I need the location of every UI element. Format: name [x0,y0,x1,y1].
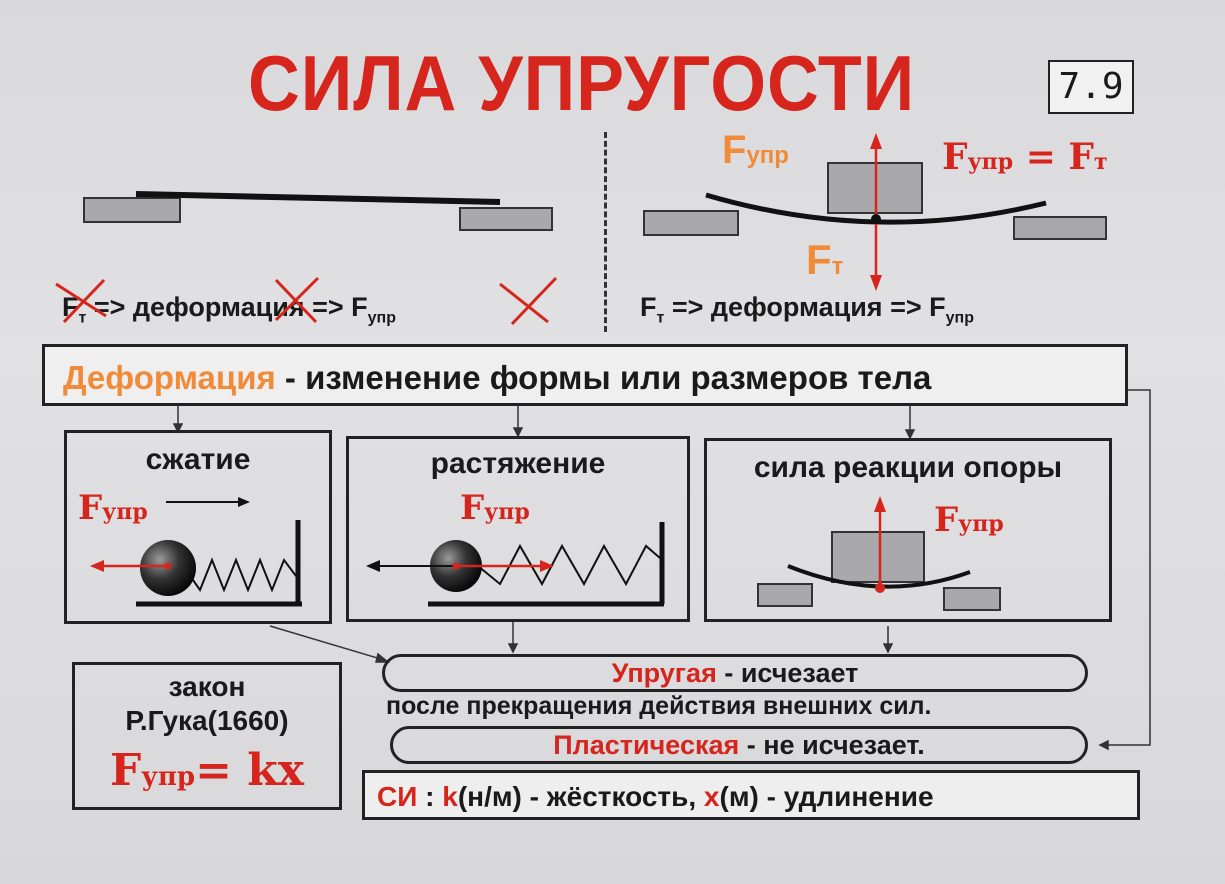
elastic-explanation: после прекращения действия внешних сил. [386,692,932,720]
elastic-deformation-pill: Упругая - исчезает [382,654,1088,692]
support-diagram [757,496,1001,611]
k-symbol: k [442,781,458,812]
loaded-beam-diagram [643,133,1107,291]
slide-number-badge: 7.9 [1048,60,1134,114]
support-reaction-box: сила реакции опоры [704,438,1112,622]
definition-term: Деформация [63,359,276,396]
cross-marks [55,276,558,326]
left-support [83,197,181,223]
cross-mark-deformation [274,276,320,324]
ft-label: Fт [806,236,844,283]
cross-mark-fupr [499,276,558,326]
compression-box: сжатие [64,430,332,624]
hooke-formula: Fупр= kx [109,745,304,796]
si-units-box: СИ : k(н/м) - жёсткость, x(м) - удлинени… [362,770,1140,820]
plastic-term: Пластическая [553,730,740,760]
hooke-line2: Р.Гука(1660) [125,705,289,736]
x-symbol: x [703,781,720,812]
si-label: СИ [377,781,418,812]
right-support [1013,216,1107,240]
dashed-divider [604,132,607,332]
definition-box: Деформация - изменение формы или размеро… [42,344,1128,406]
f-upr-label: Fупр [722,128,789,172]
elastic-term: Упругая [611,658,717,688]
definition-text: - изменение формы или размеров тела [275,359,932,396]
straight-beam [135,191,501,205]
force-chain: Fт => деформация => Fупр [640,292,974,327]
tension-label: растяжение [430,447,606,480]
left-support [643,210,739,236]
spring [185,557,297,593]
cross-mark-ft [55,278,107,324]
support-reaction-label: сила реакции опоры [753,451,1063,484]
right-support [459,207,553,231]
tension-diagram [366,522,665,607]
support-force-label: Fупр [934,500,1004,540]
hooke-line1: закон [168,671,246,702]
ft-symbol: F [62,292,79,322]
equilibrium-equation: Fупр = Fт [942,136,1108,178]
application-point [871,214,881,224]
compression-diagram [90,497,302,607]
left-support [757,583,813,607]
right-support [943,587,1001,611]
tension-force-label: Fупр [460,488,530,528]
tension-box: растяжение [346,436,690,622]
compression-label: сжатие [145,443,251,476]
load-block [831,531,925,583]
unloaded-beam-diagram [83,191,553,231]
hooke-law-box: закон Р.Гука(1660) Fупр= kx [72,662,342,810]
compression-force-label: Fупр [78,488,148,528]
plastic-deformation-pill: Пластическая - не исчезает. [390,726,1088,764]
page-title: СИЛА УПРУГОСТИ [248,39,916,127]
no-force-chain: Fт => деформация => Fупр [62,292,396,327]
